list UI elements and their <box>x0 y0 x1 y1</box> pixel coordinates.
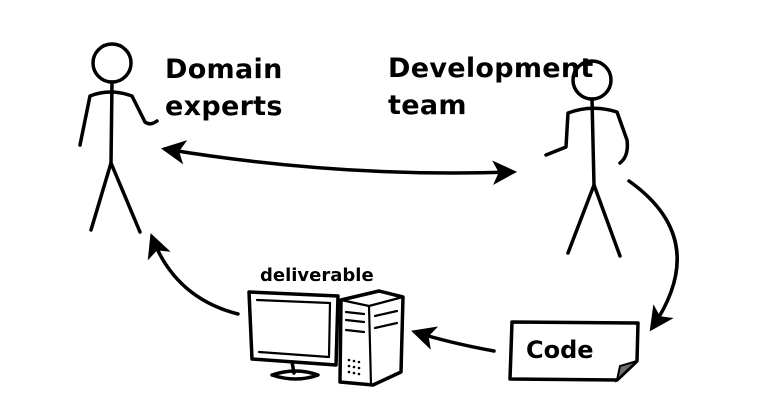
domain-experts-label-line1: Domain <box>165 54 283 85</box>
code-to-deliverable-arrow <box>411 326 496 353</box>
deliverable-label: deliverable <box>260 265 374 286</box>
development-team-body <box>590 97 596 187</box>
domain-expert-arms <box>78 90 159 147</box>
computer-icon <box>247 289 405 387</box>
domain-experts-label-line2: experts <box>165 91 283 122</box>
code-document-label: Code <box>526 336 594 364</box>
domain-expert-body <box>109 80 114 165</box>
collaboration-double-arrow <box>160 140 518 185</box>
code-document-folded-corner <box>615 360 638 383</box>
pc-tower-vents <box>347 358 361 376</box>
development-team-legs <box>566 183 622 258</box>
pc-tower-icon <box>338 289 405 387</box>
team-to-code-arrow <box>627 179 679 332</box>
domain-expert-figure <box>78 42 159 234</box>
development-team-label-line2: team <box>388 90 467 121</box>
code-document: Code <box>508 320 640 383</box>
deliverable-to-domain-experts-arrow <box>147 233 240 316</box>
development-team-figure <box>544 59 630 258</box>
development-team-arms <box>544 106 630 165</box>
development-team-label-line1: Development <box>388 53 594 84</box>
monitor-icon <box>247 290 340 381</box>
domain-expert-head <box>91 42 133 84</box>
domain-expert-legs <box>89 161 142 234</box>
